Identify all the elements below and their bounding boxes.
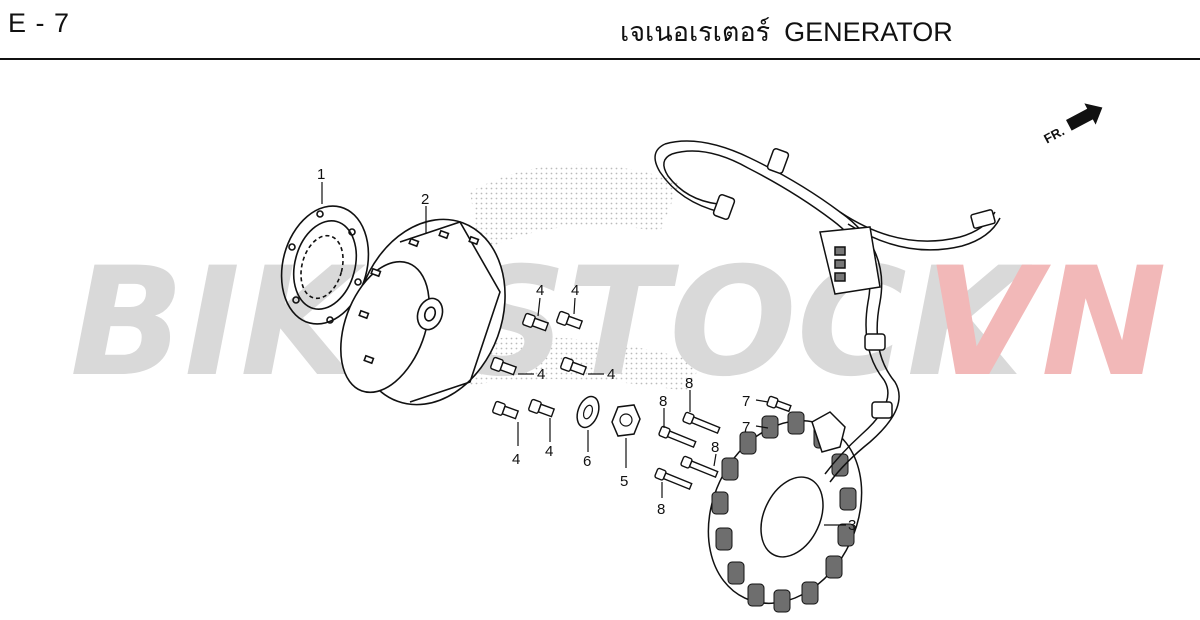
- callout-8c: 8: [711, 439, 719, 456]
- callout-4e: 4: [512, 451, 520, 468]
- callout-8b: 8: [659, 393, 667, 410]
- callout-4a: 4: [536, 282, 544, 299]
- washer-hole: [582, 404, 594, 420]
- flange-nut-part: [611, 404, 641, 437]
- section-code: E - 7: [8, 8, 71, 38]
- callout-labels: 1 2 3 4 4 4 4 4 4 5 6 7 7 8 8 8 8: [317, 166, 856, 534]
- stator-coil-part: [707, 411, 863, 613]
- callout-5: 5: [620, 473, 628, 490]
- callout-4b: 4: [571, 282, 579, 299]
- callout-8a: 8: [685, 375, 693, 392]
- nut-bore: [619, 413, 633, 427]
- watermark-accent: VN: [925, 236, 1167, 410]
- callout-4c: 4: [537, 366, 545, 383]
- wing-shading: [470, 164, 680, 252]
- callout-6: 6: [583, 453, 591, 470]
- front-direction-indicator: FR.: [1041, 103, 1103, 146]
- callout-2: 2: [421, 191, 429, 208]
- bolt-group-4: [490, 310, 588, 420]
- title-english: GENERATOR: [784, 17, 953, 47]
- callout-7a: 7: [742, 393, 750, 410]
- callout-1: 1: [317, 166, 325, 183]
- washer-part: [576, 395, 600, 429]
- callout-8d: 8: [657, 501, 665, 518]
- one-way-clutch-part: [280, 205, 370, 325]
- exploded-diagram: BIKESTOCK VN: [70, 103, 1167, 613]
- front-arrow-icon: [1066, 103, 1103, 131]
- callout-4d: 4: [607, 366, 615, 383]
- bolt-group-8: [654, 411, 721, 491]
- wiring-harness: [654, 140, 1001, 483]
- page-title: เจเนอเรเตอร์ GENERATOR: [620, 10, 967, 53]
- watermark: BIKESTOCK VN: [70, 236, 1167, 410]
- flywheel-rotor-part: [339, 218, 506, 406]
- leader-lines: [321, 182, 846, 526]
- callout-4f: 4: [545, 443, 553, 460]
- header-divider: [0, 58, 1200, 60]
- title-thai: เจเนอเรเตอร์: [620, 17, 771, 47]
- callout-3: 3: [848, 517, 856, 534]
- callout-7b: 7: [742, 419, 750, 436]
- front-label: FR.: [1041, 123, 1067, 146]
- watermark-text: BIKESTOCK: [70, 236, 1033, 410]
